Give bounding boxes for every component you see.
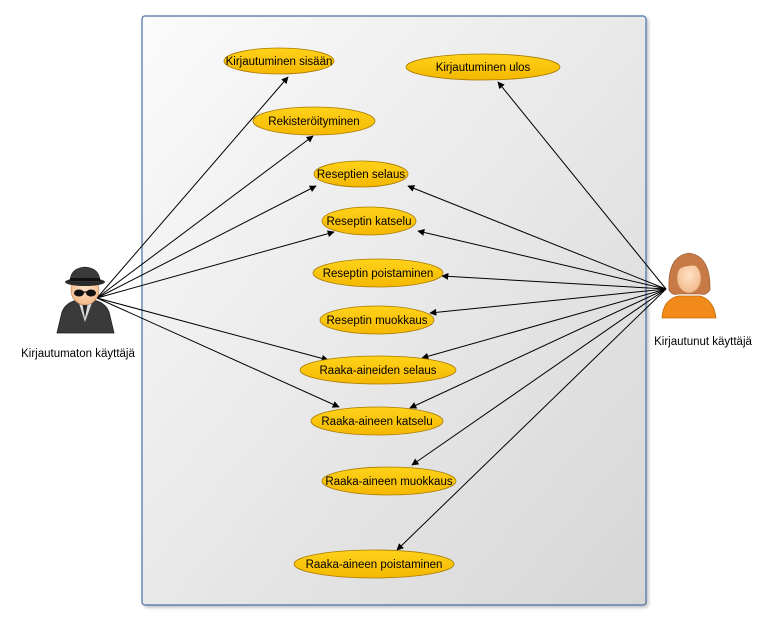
actor-label: Kirjautumaton käyttäjä [21, 348, 135, 360]
spy-user-icon [56, 266, 115, 334]
use-case-label: Reseptien selaus [317, 169, 405, 181]
use-case-label: Raaka-aineen muokkaus [325, 476, 452, 488]
use-case-label: Raaka-aineen poistaminen [306, 559, 443, 571]
use-case-label: Raaka-aineiden selaus [320, 365, 437, 377]
use-case-register[interactable]: Rekisteröityminen [252, 106, 376, 136]
use-case-label: Reseptin poistaminen [323, 268, 434, 280]
association-left-browse-recipes [96, 185, 317, 299]
use-case-delete-ingredient[interactable]: Raaka-aineen poistaminen [293, 549, 455, 579]
association-right-delete-ingredient [396, 288, 667, 551]
use-case-label: Rekisteröityminen [268, 116, 359, 128]
association-right-browse-ingredients [421, 288, 667, 360]
association-left-login [96, 76, 289, 299]
use-case-browse-recipes[interactable]: Reseptien selaus [313, 160, 409, 188]
use-case-label: Kirjautuminen ulos [436, 62, 531, 74]
association-right-edit-recipe [429, 288, 667, 316]
use-case-login[interactable]: Kirjautuminen sisään [223, 47, 335, 75]
association-left-view-ingredient [96, 297, 340, 408]
association-right-delete-recipe [441, 272, 667, 290]
use-case-delete-recipe[interactable]: Reseptin poistaminen [312, 258, 444, 288]
actor-anonymous-user[interactable]: Kirjautumaton käyttäjä [21, 266, 135, 360]
actor-label: Kirjautunut käyttäjä [654, 336, 752, 348]
association-left-register [96, 135, 314, 299]
use-cases: Kirjautuminen sisään Kirjautuminen ulos … [223, 47, 561, 579]
association-left-view-recipe [96, 230, 335, 299]
association-right-view-ingredient [409, 288, 667, 409]
use-case-edit-ingredient[interactable]: Raaka-aineen muokkaus [321, 466, 457, 496]
use-case-browse-ingredients[interactable]: Raaka-aineiden selaus [299, 355, 457, 385]
association-right-logout [497, 81, 667, 290]
association-right-view-recipe [417, 229, 667, 290]
use-case-logout[interactable]: Kirjautuminen ulos [405, 53, 561, 81]
female-user-icon [661, 252, 717, 319]
use-case-label: Reseptin muokkaus [327, 315, 428, 327]
actor-logged-in-user[interactable]: Kirjautunut käyttäjä [654, 252, 753, 348]
association-left-browse-ingredients [96, 297, 329, 362]
use-case-view-ingredient[interactable]: Raaka-aineen katselu [310, 406, 444, 436]
use-case-label: Kirjautuminen sisään [226, 56, 333, 68]
use-case-view-recipe[interactable]: Reseptin katselu [321, 206, 417, 236]
association-right-edit-ingredient [411, 288, 667, 466]
association-lines [96, 76, 667, 551]
association-right-browse-recipes [407, 185, 667, 290]
use-case-edit-recipe[interactable]: Reseptin muokkaus [319, 305, 435, 335]
use-case-label: Raaka-aineen katselu [321, 416, 432, 428]
use-case-label: Reseptin katselu [326, 216, 411, 228]
